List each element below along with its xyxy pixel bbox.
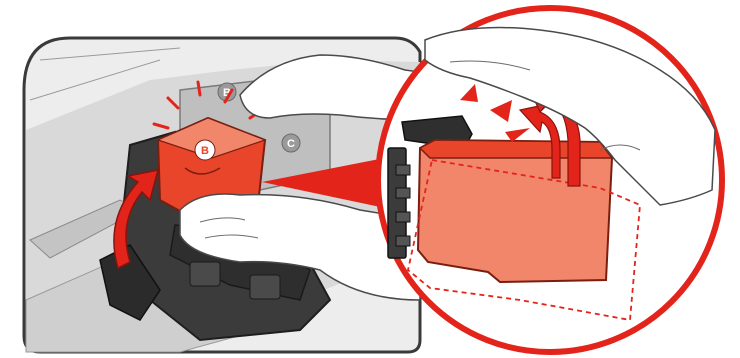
- slot-c-label: C: [287, 138, 295, 150]
- holder-bracket: [388, 148, 410, 258]
- holder-clip: [190, 262, 220, 286]
- slot-c-badge: C: [282, 134, 300, 152]
- cartridge-installed: [418, 140, 612, 282]
- holder-clip: [250, 275, 280, 299]
- cartridge-top-edge: [420, 140, 612, 158]
- zoom-detail-circle: [378, 8, 722, 352]
- cartridge-b-label: B: [201, 145, 209, 157]
